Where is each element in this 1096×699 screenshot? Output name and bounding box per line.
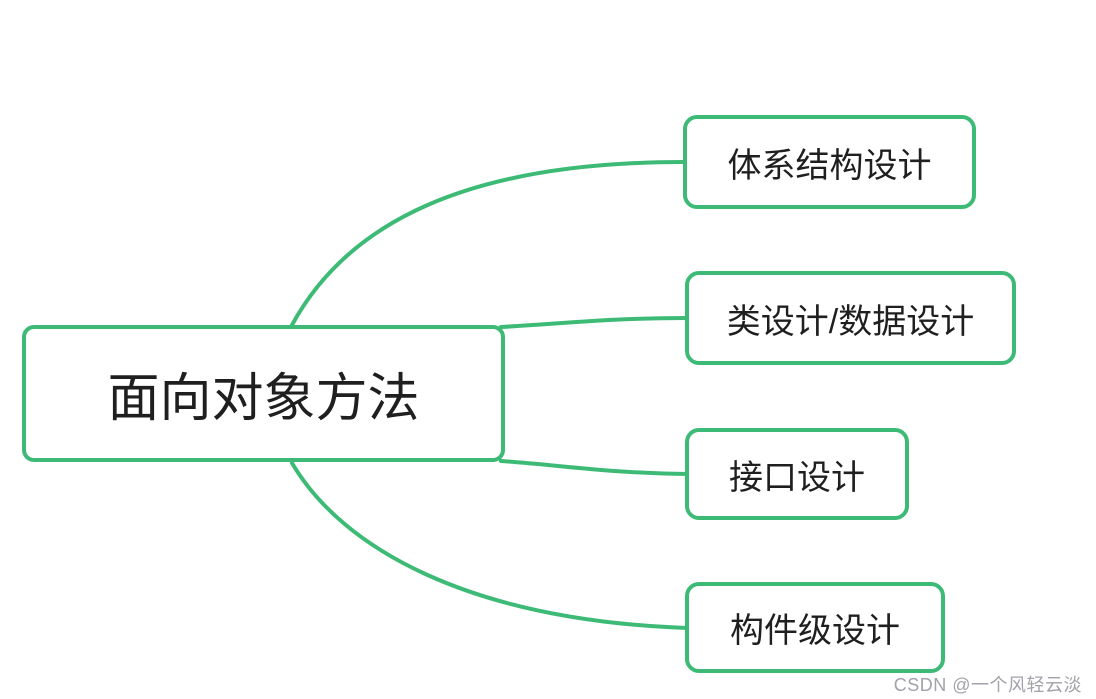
csdn-watermark: CSDN @一个风轻云淡	[893, 675, 1082, 695]
mindmap-node-component-level-design[interactable]: 构件级设计	[685, 582, 945, 673]
mindmap-node-interface-design[interactable]: 接口设计	[685, 428, 909, 520]
branch-curve-interface-design	[499, 459, 689, 476]
branch-curve-component-level-design	[290, 461, 689, 630]
mindmap-root-node[interactable]: 面向对象方法	[22, 325, 505, 462]
branch-curve-architecture-design	[290, 160, 685, 327]
mindmap-node-architecture-design[interactable]: 体系结构设计	[683, 115, 976, 209]
branch-curve-class-data-design	[499, 316, 689, 329]
mindmap-node-class-data-design[interactable]: 类设计/数据设计	[685, 271, 1016, 365]
